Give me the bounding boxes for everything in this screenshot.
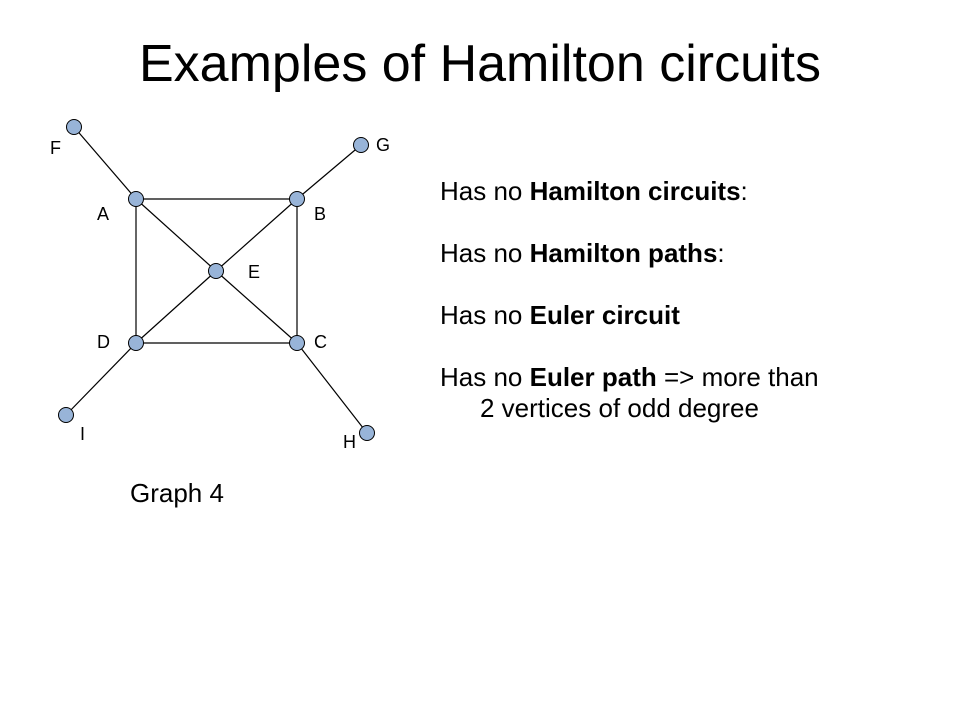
- vertex-label-d: D: [97, 332, 110, 352]
- edge-f-a: [73, 126, 137, 200]
- graph-caption: Graph 4: [130, 478, 224, 508]
- vertex-b: [289, 191, 305, 207]
- edge-d-i: [65, 342, 137, 416]
- vertex-i: [58, 407, 74, 423]
- fact-euler-circuit: Has no Euler circuit: [440, 300, 940, 331]
- page-title: Examples of Hamilton circuits: [139, 35, 821, 93]
- fact-suffix: :: [740, 176, 748, 206]
- vertex-f: [66, 119, 82, 135]
- edge-b-e: [215, 198, 298, 272]
- fact-keyword: Hamilton circuits: [529, 176, 741, 206]
- vertex-g: [353, 137, 369, 153]
- fact-keyword: Hamilton paths: [529, 238, 718, 268]
- edge-c-h: [296, 342, 368, 434]
- fact-prefix: Has no: [440, 300, 530, 330]
- edge-e-c: [215, 270, 298, 344]
- fact-prefix: Has no: [440, 238, 530, 268]
- fact-keyword: Euler circuit: [529, 300, 680, 330]
- edge-a-e: [135, 198, 217, 272]
- fact-keyword: Euler path: [529, 362, 657, 392]
- fact-suffix: :: [717, 238, 725, 268]
- fact-prefix: Has no: [440, 362, 530, 392]
- fact-prefix: Has no: [440, 176, 530, 206]
- vertex-label-g: G: [376, 135, 391, 155]
- vertex-e: [208, 263, 224, 279]
- fact-continuation: 2 vertices of odd degree: [480, 393, 759, 423]
- vertex-d: [128, 335, 144, 351]
- vertex-h: [359, 425, 375, 441]
- edge-e-d: [135, 270, 217, 344]
- vertex-label-h: H: [343, 432, 356, 452]
- vertex-label-b: B: [314, 204, 327, 224]
- vertex-a: [128, 191, 144, 207]
- vertex-c: [289, 335, 305, 351]
- facts-list: Has no Hamilton circuits: Has no Hamilto…: [440, 176, 940, 424]
- edge-g-b: [296, 144, 362, 200]
- vertex-label-a: A: [97, 204, 110, 224]
- vertex-label-c: C: [314, 332, 327, 352]
- vertex-label-f: F: [50, 138, 61, 158]
- fact-suffix: => more than: [656, 362, 819, 392]
- fact-hamilton-paths: Has no Hamilton paths:: [440, 238, 940, 269]
- vertex-label-e: E: [248, 262, 261, 282]
- fact-hamilton-circuits: Has no Hamilton circuits:: [440, 176, 940, 207]
- vertex-label-i: I: [80, 424, 86, 444]
